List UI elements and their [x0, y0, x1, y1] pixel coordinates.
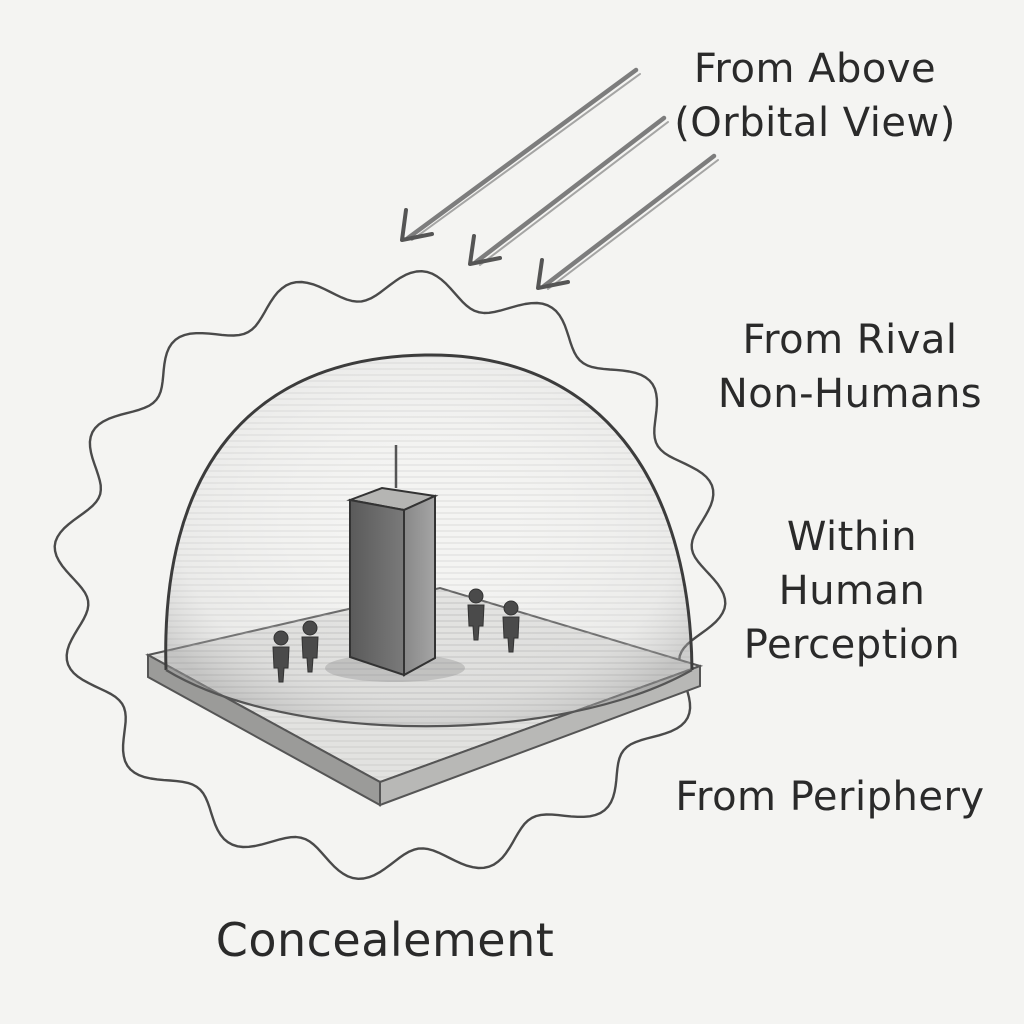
label-from-periphery: From Periphery [650, 770, 1010, 824]
label-line: From Above [693, 46, 937, 92]
human-figure [467, 588, 485, 641]
tower [346, 445, 439, 677]
human-figure [301, 620, 319, 673]
label-line: Within [786, 514, 918, 560]
arrow-icon [536, 153, 719, 290]
label-within-human-perception: Within Human Perception [712, 510, 992, 672]
label-line: From Rival [742, 317, 958, 363]
human-figure [272, 630, 290, 683]
label-line: From Periphery [675, 774, 985, 820]
people [272, 588, 520, 683]
orbital-arrows [400, 67, 719, 290]
arrow-icon [400, 67, 641, 242]
label-line: Human [778, 568, 926, 614]
label-line: (Orbital View) [674, 100, 956, 146]
label-from-rival-non-humans: From Rival Non-Humans [690, 313, 1010, 421]
label-line: Non-Humans [717, 371, 983, 417]
label-line: Perception [743, 622, 961, 668]
title-text: Concealement [215, 913, 555, 967]
arrow-icon [468, 115, 669, 266]
wavy-boundary [53, 270, 727, 880]
label-from-above: From Above (Orbital View) [660, 42, 970, 150]
diagram-title: Concealement [180, 910, 590, 970]
human-figure [502, 600, 520, 653]
